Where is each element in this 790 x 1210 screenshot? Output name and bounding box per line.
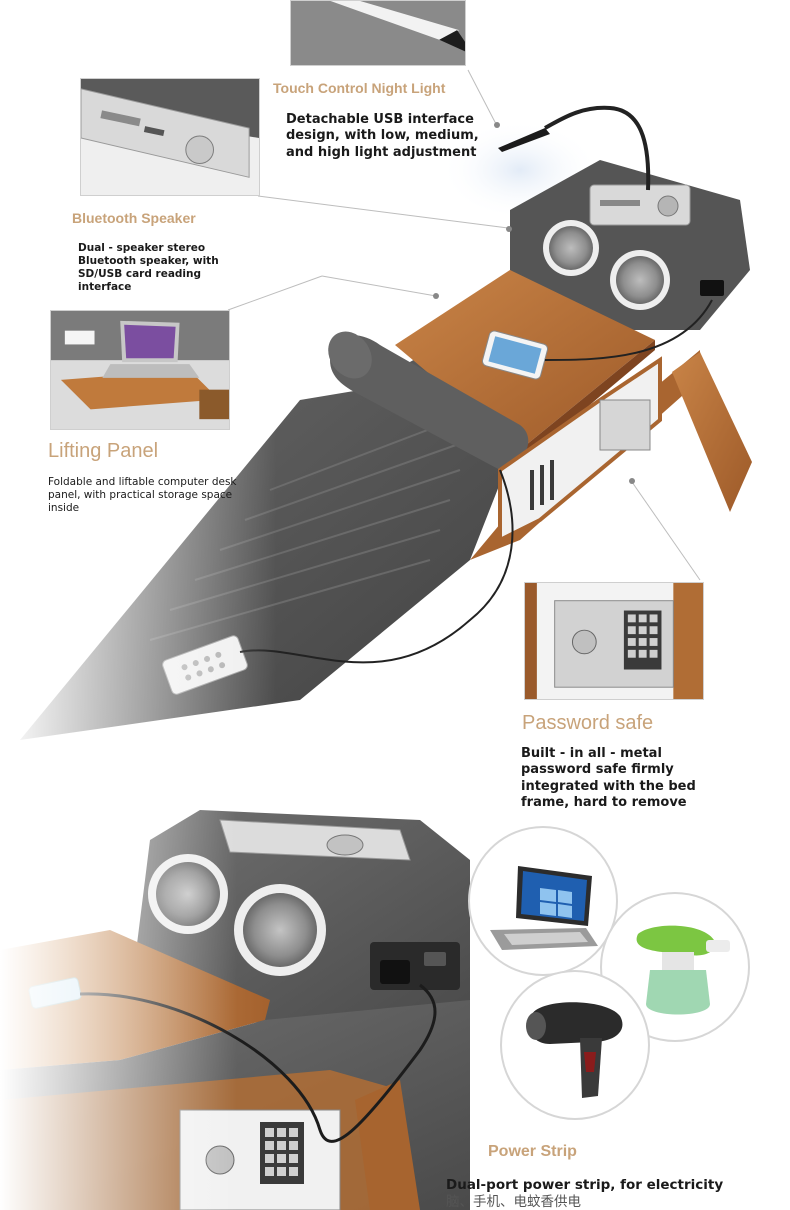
night-light-closeup-photo <box>290 0 466 66</box>
bed-recliner-illustration <box>0 69 790 760</box>
bluetooth-panel-closeup-photo <box>80 78 260 196</box>
lifting-panel-title: Lifting Panel <box>48 440 159 462</box>
password-safe-closeup-photo <box>524 582 704 700</box>
hair-dryer-device-bubble <box>500 970 650 1120</box>
bluetooth-speaker-title: Bluetooth Speaker <box>72 210 196 226</box>
lifting-panel-laptop-photo <box>50 310 230 430</box>
lifting-panel-desc: Foldable and liftable computer desk pane… <box>48 476 237 515</box>
night-light-desc: Detachable USB interface design, with lo… <box>286 112 479 160</box>
bluetooth-speaker-desc: Dual - speaker stereo Bluetooth speaker,… <box>78 242 219 294</box>
power-strip-desc: Dual-port power strip, for electricity 脑… <box>446 1177 724 1210</box>
night-light-title: Touch Control Night Light <box>273 80 446 96</box>
password-safe-title: Password safe <box>522 712 654 734</box>
power-strip-title: Power Strip <box>488 1143 577 1160</box>
laptop-device-bubble <box>468 826 618 976</box>
